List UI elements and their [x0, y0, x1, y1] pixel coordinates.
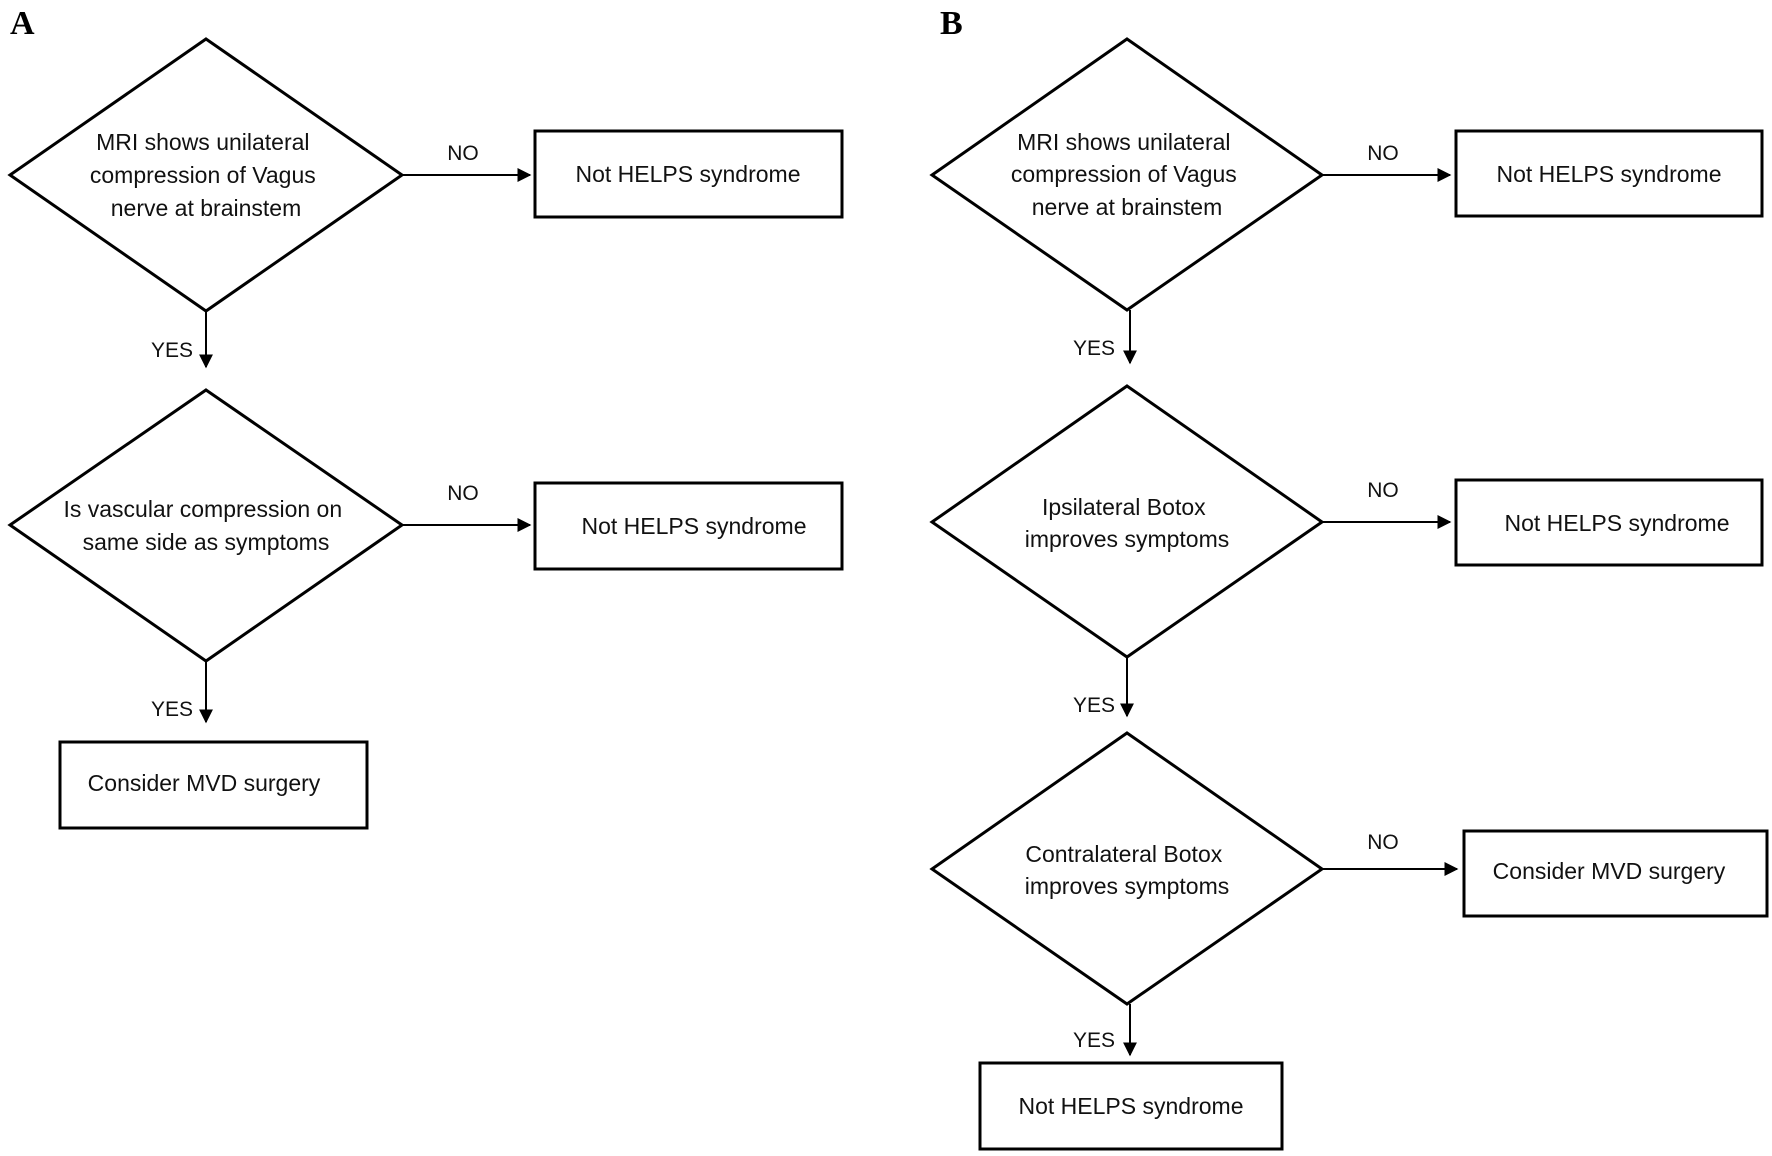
panel-b-edge-yes-1-label: YES: [1073, 337, 1115, 360]
panel-b-decision-ipsilateral: [929, 384, 1325, 659]
panel-b-result-not-helps-1: [1454, 129, 1764, 218]
panel-b-edge-no-1-label: NO: [1367, 142, 1399, 165]
panel-b-decision-contralateral-text: Contralateral Botox improves symptoms: [1025, 841, 1229, 899]
panel-b-label: B: [940, 5, 963, 42]
panel-b-decision-mri: [929, 37, 1325, 312]
panel-a: A MRI shows unilateral compression of Va…: [7, 5, 844, 830]
panel-a-result-not-helps-2: [533, 481, 844, 571]
panel-a-edge-no-1-label: NO: [447, 142, 479, 165]
panel-b-decision-contralateral: [929, 731, 1325, 1006]
panel-a-result-not-helps-1-text: Not HELPS syndrome: [576, 161, 801, 187]
panel-b-result-consider-mvd: [1462, 829, 1769, 918]
panel-b-edge-yes-3-label: YES: [1073, 1029, 1115, 1052]
panel-b-edge-yes-2-label: YES: [1073, 694, 1115, 717]
panel-b-result-consider-mvd-text: Consider MVD surgery: [1493, 858, 1726, 884]
panel-b-result-not-helps-2: [1454, 478, 1764, 567]
panel-a-result-consider-mvd: [58, 740, 369, 830]
panel-a-decision-same-side: [7, 388, 405, 663]
panel-b-result-not-helps-2-text: Not HELPS syndrome: [1505, 510, 1730, 536]
panel-a-result-consider-mvd-text: Consider MVD surgery: [88, 770, 321, 796]
panel-a-decision-mri-text: MRI shows unilateral compression of Vagu…: [90, 129, 322, 221]
panel-a-edge-yes-1-label: YES: [151, 339, 193, 362]
panel-b-edge-no-2-label: NO: [1367, 479, 1399, 502]
panel-a-result-not-helps-2-text: Not HELPS syndrome: [582, 513, 807, 539]
panel-b-edge-no-3-label: NO: [1367, 831, 1399, 854]
panel-a-decision-same-side-text: Is vascular compression on same side as …: [63, 496, 348, 555]
panel-b-result-not-helps-1-text: Not HELPS syndrome: [1497, 161, 1722, 187]
panel-b-result-not-helps-3-text: Not HELPS syndrome: [1019, 1093, 1244, 1119]
panel-a-label: A: [10, 5, 35, 42]
panel-a-result-not-helps-1: [533, 129, 844, 219]
panel-b: B MRI shows unilateral compression of Va…: [929, 5, 1769, 1151]
panel-b-decision-mri-text: MRI shows unilateral compression of Vagu…: [1011, 129, 1243, 220]
panel-b-decision-ipsilateral-text: Ipsilateral Botox improves symptoms: [1025, 494, 1229, 552]
panel-a-edge-no-2-label: NO: [447, 482, 479, 505]
panel-b-result-not-helps-3: [978, 1061, 1284, 1151]
panel-a-edge-yes-2-label: YES: [151, 698, 193, 721]
